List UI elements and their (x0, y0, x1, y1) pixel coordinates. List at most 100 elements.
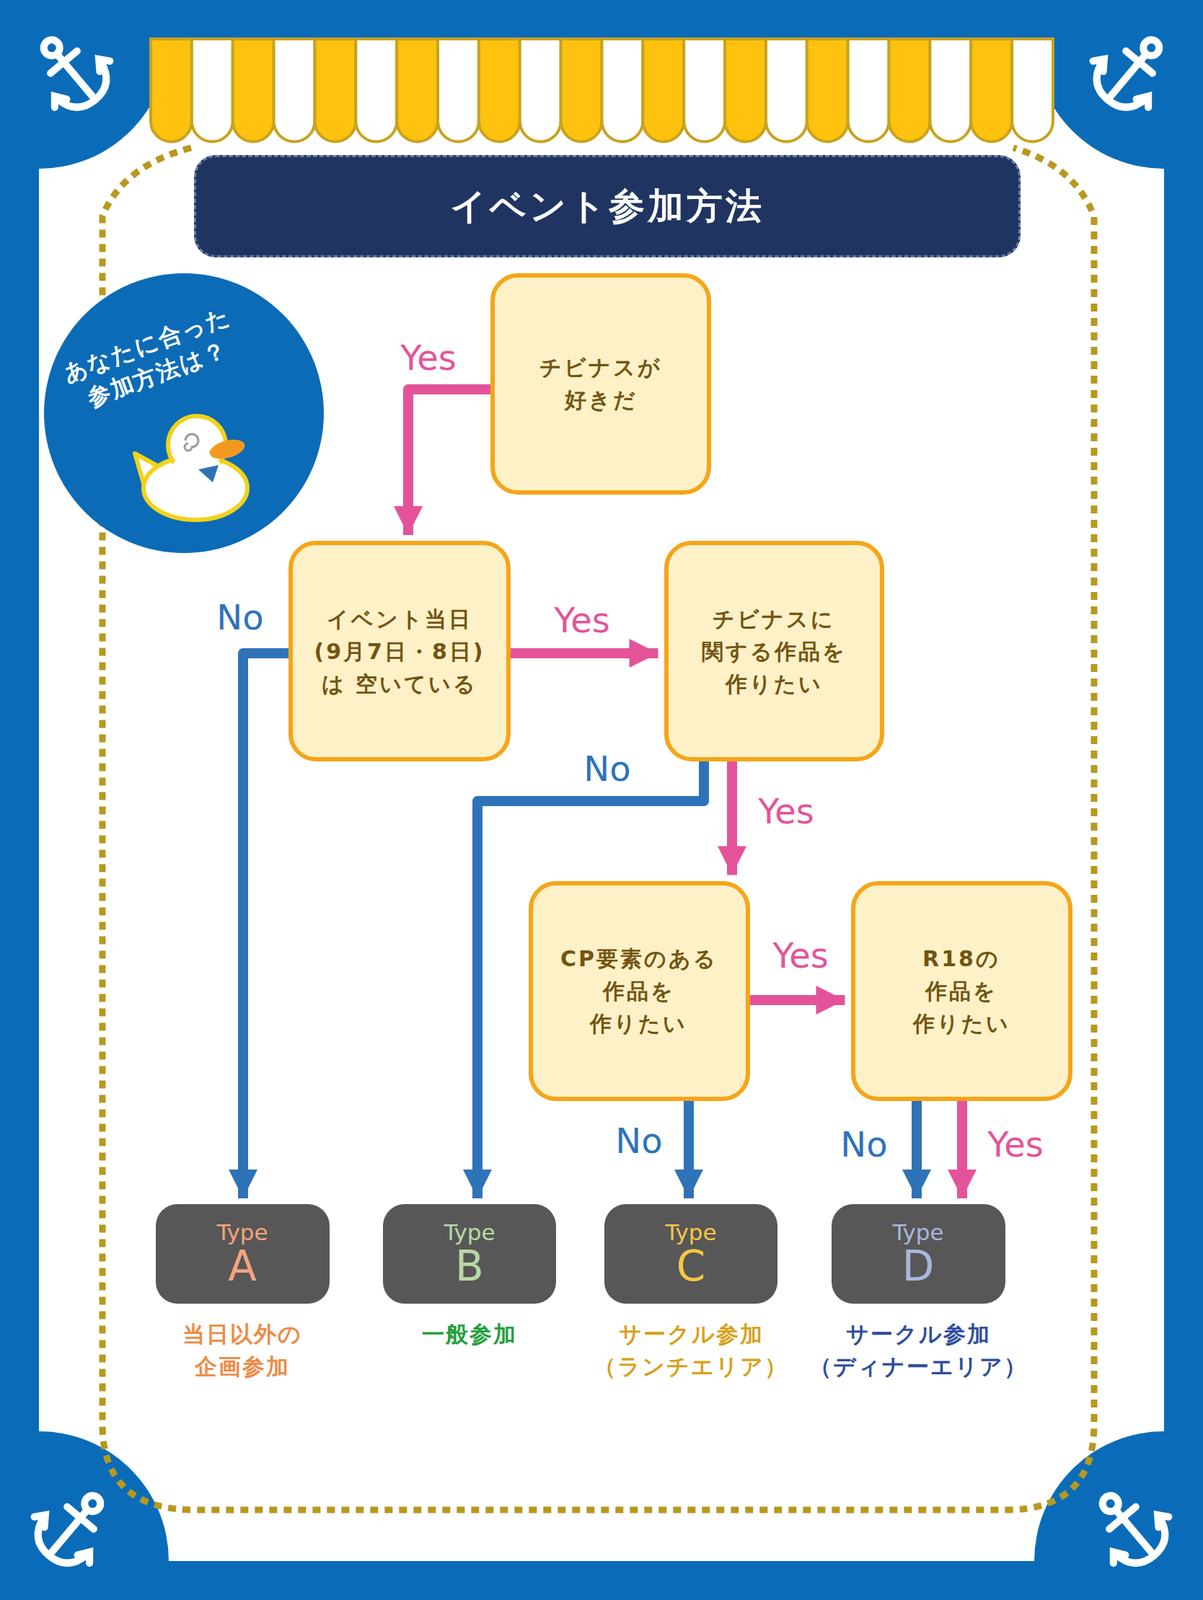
type-letter: B (455, 1244, 484, 1289)
text-line: 当日以外の (182, 1321, 303, 1348)
decision-box: CP要素のある 作品を 作りたい (528, 881, 751, 1102)
type-word: Type (216, 1220, 268, 1245)
awning-stripe (478, 38, 521, 142)
flow-arrow (911, 1101, 922, 1200)
awning-stripe (970, 38, 1012, 142)
awning-stripe (683, 38, 725, 142)
text-line: C (676, 1241, 707, 1291)
corner-circle (0, 1431, 169, 1600)
text-line: イベント当日 (326, 606, 473, 632)
duck-illustration (134, 416, 248, 521)
result-box: TypeA 当日以外の 企画参加 (155, 1204, 330, 1384)
anchor-icon (18, 18, 123, 124)
edge-label: Yes (770, 938, 831, 973)
text-line: 作りたい (589, 1011, 688, 1037)
text-line: R18の (922, 946, 1001, 972)
result-box: TypeDサークル参加 （ディナーエリア） (831, 1204, 1006, 1384)
flow-arrow (957, 1101, 968, 1200)
awning-stripe (561, 38, 603, 142)
awning-stripe (724, 38, 766, 142)
type-word: Type (443, 1220, 495, 1245)
text-line: 好きだ (564, 387, 638, 413)
text-line: Type (443, 1219, 495, 1246)
decision-box: チビナスが 好きだ (490, 273, 712, 495)
badge-circle-shape (43, 273, 324, 554)
text-line: Type (664, 1219, 717, 1246)
text-line: サークル参加 (618, 1321, 764, 1348)
anchor-icon (21, 1474, 126, 1580)
flow-arrow (726, 761, 738, 876)
awning-stripe (314, 38, 356, 142)
badge-shape (43, 273, 324, 554)
type-letter: C (676, 1244, 707, 1289)
text-line: 関する作品を (701, 639, 847, 665)
type-caption: サークル参加 （ランチエリア） (593, 1318, 789, 1384)
flow-arrow (750, 995, 846, 1006)
anchor-icon (1077, 1474, 1182, 1580)
text-line: D (902, 1241, 935, 1291)
text-line: （ディナーエリア） (809, 1353, 1028, 1380)
type-caption: 一般参加 (421, 1318, 518, 1351)
awning-stripe (150, 38, 192, 142)
awning-stripe (765, 38, 808, 142)
corner-circle (1034, 0, 1203, 169)
corner-circle (1034, 1431, 1203, 1600)
text-line: 一般参加 (421, 1321, 518, 1348)
decision-box: R18の 作品を 作りたい (851, 881, 1073, 1102)
awning-stripe (355, 38, 397, 142)
text-line: 作品を (925, 978, 998, 1004)
awning-stripe (929, 38, 971, 142)
text-line: B (455, 1241, 484, 1291)
type-box: TypeD (831, 1204, 1006, 1304)
edge-label: No (214, 600, 266, 635)
flow-arrow (243, 653, 289, 1199)
text-line: Type (216, 1219, 268, 1246)
type-word: Type (892, 1220, 944, 1245)
edge-label: Yes (398, 340, 458, 376)
edge-label: No (613, 1123, 665, 1159)
text-line: は 空いている (321, 671, 478, 697)
text-line: チビナスが (539, 354, 663, 381)
text-line: 作りたい (913, 1011, 1011, 1037)
awning-stripe (520, 38, 562, 142)
text-line: (9月7日・8日) (313, 639, 485, 665)
text-line: CP要素のある (560, 946, 718, 972)
awning-stripe (437, 38, 479, 142)
title: イベント参加方法 (450, 182, 765, 231)
awning-stripe (889, 38, 931, 142)
type-caption: 当日以外の 企画参加 (182, 1318, 303, 1384)
corner-circle (0, 0, 169, 169)
text-line: （ランチエリア） (593, 1353, 789, 1380)
type-box: TypeC (604, 1204, 778, 1304)
question-text: イベント当日 (9月7日・8日) は 空いている (313, 602, 485, 701)
flow-arrow (408, 389, 491, 536)
type-box: TypeA (155, 1204, 330, 1304)
question-text: チビナスが 好きだ (539, 351, 663, 417)
edge-label: No (838, 1127, 890, 1162)
question-text: R18の 作品を 作りたい (913, 942, 1011, 1041)
awning-stripe (848, 38, 890, 142)
question-text: チビナスに 関する作品を 作りたい (701, 602, 847, 701)
text-line: Type (892, 1219, 944, 1246)
flow-arrow (510, 648, 659, 659)
badge-circle: あなたに合った 参加方法は？ (43, 273, 324, 554)
title-bar: イベント参加方法 (194, 155, 1021, 258)
edge-label: Yes (985, 1127, 1046, 1162)
text-line: サークル参加 (845, 1321, 991, 1348)
result-box: TypeCサークル参加 （ランチエリア） (604, 1204, 778, 1384)
type-caption: サークル参加 （ディナーエリア） (809, 1318, 1028, 1384)
edge-label: Yes (755, 794, 816, 829)
flow-arrow (683, 1101, 694, 1200)
result-box: TypeB 一般参加 (382, 1204, 557, 1351)
awning (150, 38, 1053, 142)
text-line: 作品を (602, 978, 676, 1004)
text-line: 作りたい (725, 671, 823, 697)
question-text: CP要素のある 作品を 作りたい (560, 942, 718, 1041)
type-word: Type (664, 1220, 717, 1245)
text-line: A (227, 1241, 257, 1291)
type-box: TypeB (382, 1204, 557, 1304)
awning-stripe (807, 38, 849, 142)
awning-stripe (274, 38, 316, 142)
